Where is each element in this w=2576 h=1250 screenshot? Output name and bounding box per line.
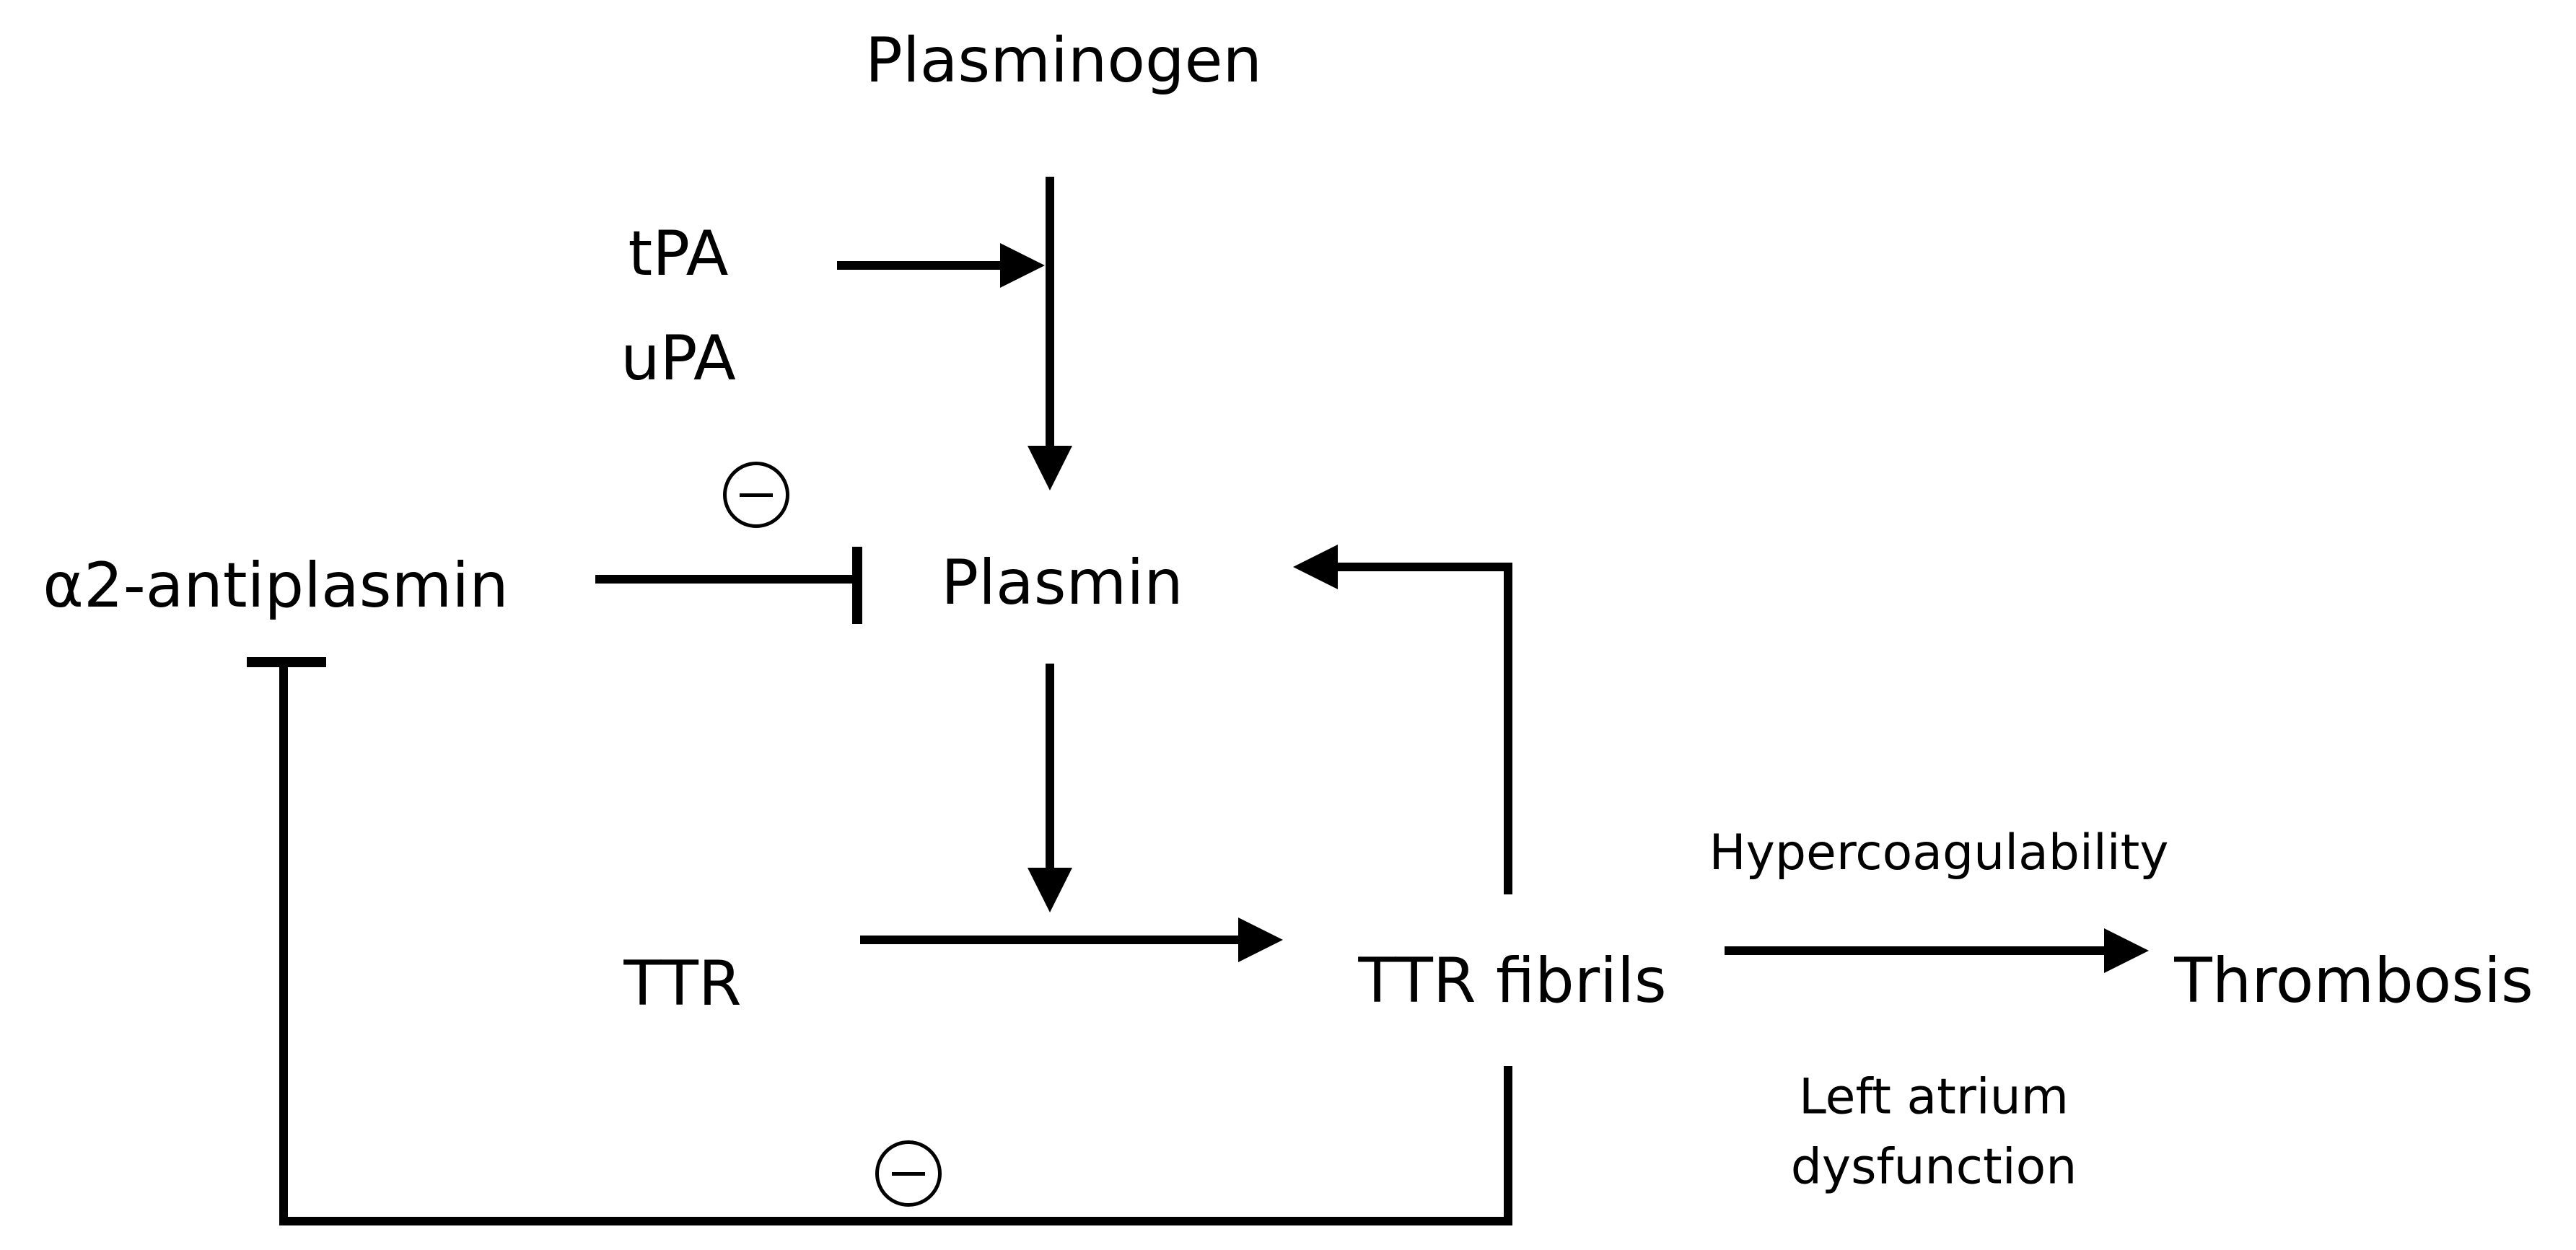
arrow-plasminogen-to-plasmin — [1028, 177, 1072, 490]
annotation-left-atrium-dysfunction: Left atrium dysfunction — [1791, 1062, 2077, 1202]
minus-circle-icon-top — [723, 462, 789, 528]
arrow-fibrils-to-thrombosis — [1725, 928, 2149, 973]
minus-circle-icon-bottom — [875, 1140, 942, 1207]
arrow-fibrils-to-plasmin — [1293, 545, 1512, 894]
node-plasminogen: Plasminogen — [864, 25, 1263, 97]
node-plasmin: Plasmin — [941, 547, 1183, 619]
node-tpa: tPA — [628, 218, 729, 290]
node-alpha2-antiplasmin: α2-antiplasmin — [43, 550, 509, 622]
node-thrombosis: Thrombosis — [2174, 945, 2533, 1017]
arrow-tpa-uPA-to-conversion — [837, 243, 1045, 288]
inhibition-antiplasmin-to-plasmin — [595, 547, 862, 624]
arrow-plasmin-to-ttr-conversion — [1028, 664, 1072, 912]
inhibition-fibrils-to-antiplasmin — [247, 657, 1512, 1225]
node-ttr: TTR — [623, 948, 742, 1020]
node-upa: uPA — [621, 322, 736, 395]
arrow-ttr-to-fibrils — [860, 917, 1283, 962]
annotation-left-atrium-line1: Left atrium — [1798, 1068, 2069, 1126]
annotation-hypercoagulability: Hypercoagulability — [1709, 824, 2169, 881]
annotation-left-atrium-line2: dysfunction — [1790, 1138, 2077, 1195]
node-ttr-fibrils: TTR fibrils — [1358, 945, 1667, 1017]
